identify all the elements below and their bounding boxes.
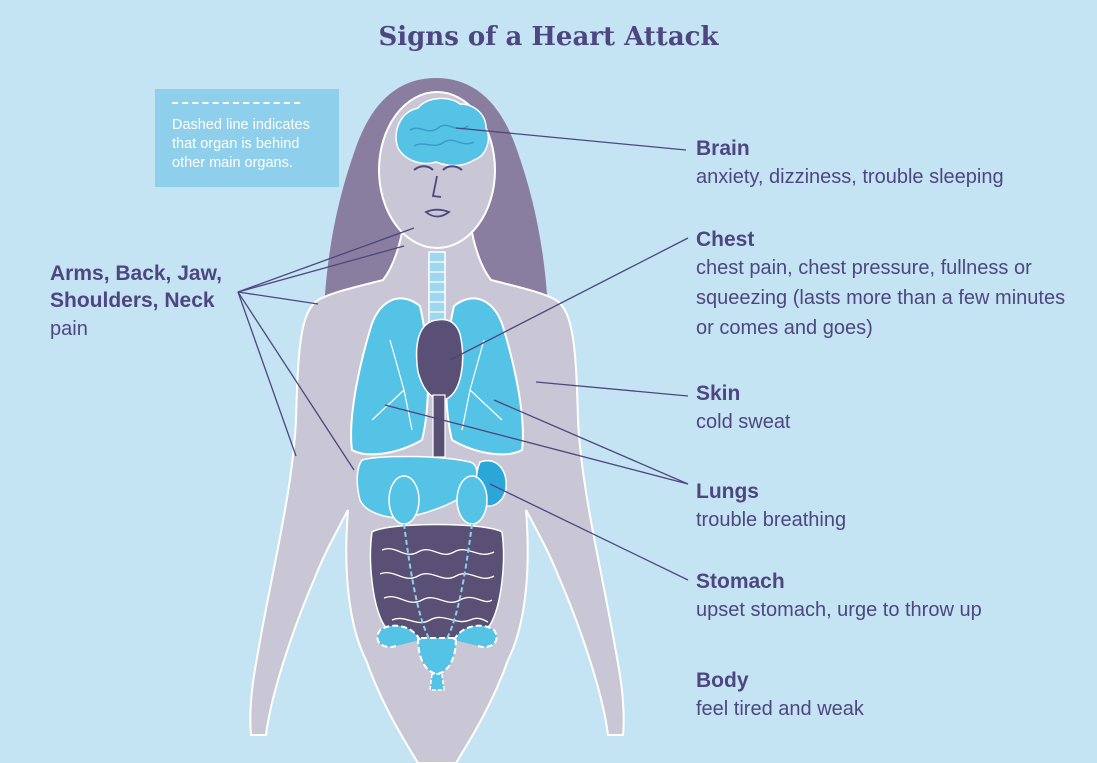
label-lungs-desc: trouble breathing <box>696 505 1086 535</box>
legend-text: Dashed line indicates that organ is behi… <box>172 116 332 173</box>
trachea <box>429 252 445 324</box>
label-body-name: Body <box>696 667 1086 694</box>
label-brain-name: Brain <box>696 135 1086 162</box>
label-skin-name: Skin <box>696 380 1086 407</box>
page-title: Signs of a Heart Attack <box>0 22 1097 52</box>
intestines <box>371 525 504 641</box>
dashed-line-sample <box>172 102 300 104</box>
label-stomach-desc: upset stomach, urge to throw up <box>696 595 1086 625</box>
left-kidney <box>389 476 419 524</box>
label-chest-name: Chest <box>696 226 1086 253</box>
label-body-desc: feel tired and weak <box>696 694 1086 724</box>
label-lungs: Lungs trouble breathing <box>696 478 1086 535</box>
aorta <box>433 395 445 457</box>
right-kidney <box>457 476 487 524</box>
label-skin-desc: cold sweat <box>696 407 1086 437</box>
label-stomach: Stomach upset stomach, urge to throw up <box>696 568 1086 625</box>
label-brain-desc: anxiety, dizziness, trouble sleeping <box>696 162 1086 192</box>
label-chest-desc: chest pain, chest pressure, fullness or … <box>696 253 1071 343</box>
label-skin: Skin cold sweat <box>696 380 1086 437</box>
legend-box: Dashed line indicates that organ is behi… <box>155 89 339 187</box>
label-brain: Brain anxiety, dizziness, trouble sleepi… <box>696 135 1086 192</box>
label-arms: Arms, Back, Jaw, Shoulders, Neck pain <box>50 260 250 344</box>
label-chest: Chest chest pain, chest pressure, fullne… <box>696 226 1086 343</box>
label-arms-desc: pain <box>50 314 250 344</box>
label-lungs-name: Lungs <box>696 478 1086 505</box>
label-arms-name: Arms, Back, Jaw, Shoulders, Neck <box>50 260 250 314</box>
label-body: Body feel tired and weak <box>696 667 1086 724</box>
arms-callout-3 <box>238 292 318 304</box>
label-stomach-name: Stomach <box>696 568 1086 595</box>
